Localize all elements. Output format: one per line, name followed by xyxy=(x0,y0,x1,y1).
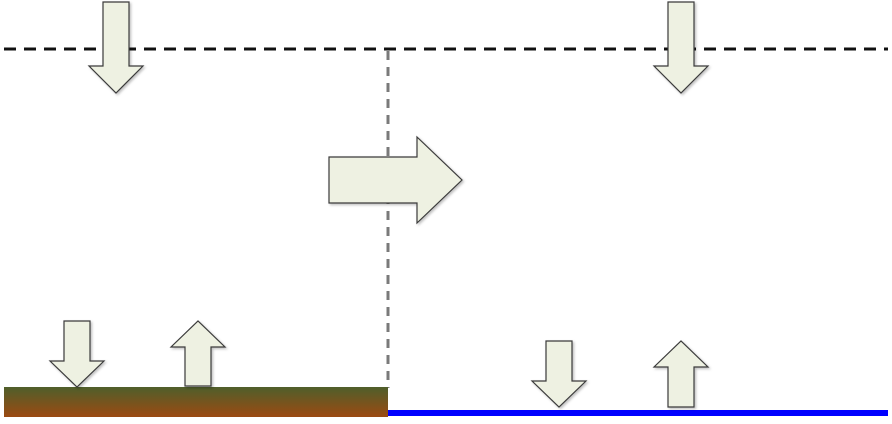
right-arrow-icon xyxy=(328,135,463,225)
down-arrow-icon xyxy=(87,1,145,94)
down-arrow-icon xyxy=(652,1,710,94)
up-arrow-icon xyxy=(169,320,227,387)
land-surface xyxy=(4,387,388,417)
arrows-group xyxy=(48,1,710,408)
water-surface xyxy=(388,410,888,416)
down-arrow-icon xyxy=(530,340,588,408)
down-arrow-icon xyxy=(48,320,106,388)
up-arrow-icon xyxy=(652,340,710,408)
